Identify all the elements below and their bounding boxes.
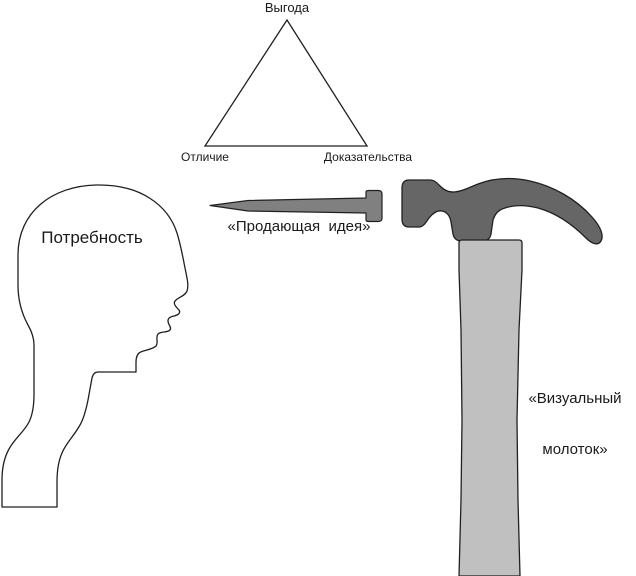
triangle-apex-label: Выгода [264,0,310,15]
hammer-label: «Визуальный молоток» [528,355,621,493]
hammer-head-shape [401,177,603,245]
hammer-handle-shape [458,239,523,576]
triangle-shape [203,18,369,147]
head-label: Потребность [41,228,143,247]
triangle-bottom-right-label: Доказательства [323,150,413,164]
hammer-label-line-1: «Визуальный [528,389,622,407]
nail-shape [209,189,383,223]
nail-label: «Продающая идея» [227,218,371,235]
head-profile-shape [1,184,189,508]
hammer-label-line-2: молоток» [542,441,608,459]
triangle-bottom-left-label: Отличие [181,150,229,164]
